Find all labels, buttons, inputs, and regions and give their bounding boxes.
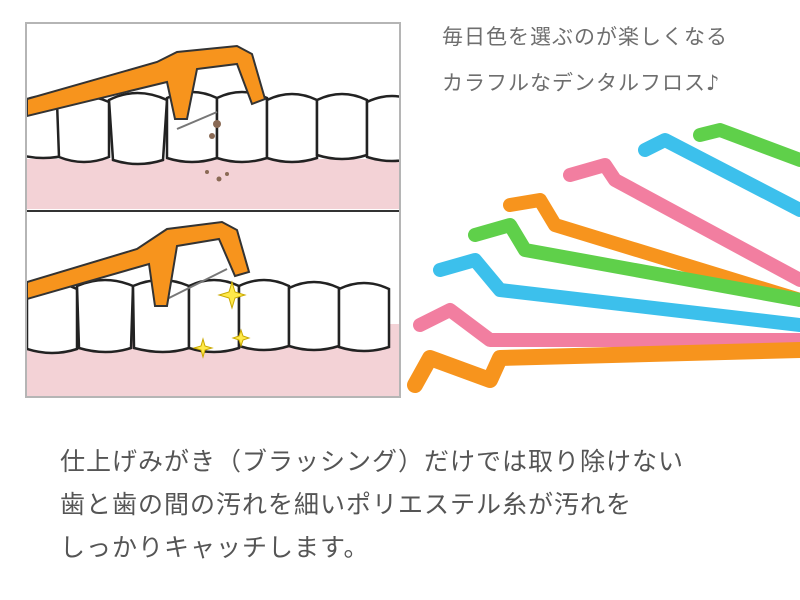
floss-orange-bottom (407, 342, 800, 393)
floss-green-mid (468, 218, 800, 307)
description-line-3: しっかりキャッチします。 (60, 533, 370, 562)
description: 仕上げみがき（ブラッシング）だけでは取り除けない 歯と歯の間の汚れを細いポリエス… (60, 440, 684, 569)
description-line-1: 仕上げみがき（ブラッシング）だけでは取り除けない (60, 447, 685, 476)
flossing-illustration (25, 22, 401, 398)
description-line-2: 歯と歯の間の汚れを細いポリエステル糸が汚れを (60, 490, 633, 519)
floss-blue-mid (433, 253, 800, 332)
before-panel (27, 44, 399, 209)
headline-line-1: 毎日色を選ぶのが楽しくなる (442, 25, 728, 49)
headline-line-2: カラフルなデンタルフロス♪ (442, 71, 721, 95)
colorful-floss-picks (407, 123, 800, 393)
floss-green-top (693, 123, 800, 167)
floss-orange-mid (503, 193, 800, 307)
floss-blue-top (638, 133, 800, 217)
floss-pink-bottom (413, 303, 800, 347)
floss-pink-top (563, 158, 800, 287)
after-panel (27, 220, 399, 396)
before-after-diagram (27, 44, 399, 396)
headline: 毎日色を選ぶのが楽しくなる カラフルなデンタルフロス♪ (442, 14, 728, 106)
